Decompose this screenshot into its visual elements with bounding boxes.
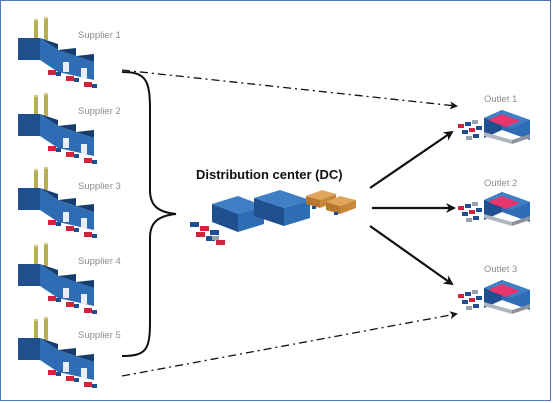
factory-icon — [18, 92, 97, 164]
outlet-3: Outlet 3 — [458, 264, 530, 314]
store-icon — [458, 110, 530, 144]
outlet-label: Outlet 1 — [484, 94, 517, 105]
distribution-center: Distribution center (DC) — [190, 167, 356, 245]
dc-label: Distribution center (DC) — [196, 167, 343, 182]
crates-icon — [306, 190, 356, 215]
outlet-2: Outlet 2 — [458, 178, 530, 226]
dc-arrow-outlet-3 — [369, 225, 454, 286]
direct-line-top — [121, 69, 458, 110]
supplier-brace — [121, 71, 177, 357]
trucks-icon — [190, 222, 225, 245]
outlet-label: Outlet 3 — [484, 264, 517, 275]
warehouse-icon — [212, 190, 310, 232]
factory-icon — [18, 316, 97, 388]
dc-arrow-outlet-1 — [369, 130, 454, 189]
supplier-2: Supplier 2 — [18, 92, 121, 164]
supplier-label: Supplier 3 — [78, 181, 121, 192]
outlet-1: Outlet 1 — [458, 94, 530, 144]
supplier-label: Supplier 4 — [78, 256, 121, 267]
supplier-1: Supplier 1 — [18, 16, 121, 88]
outlet-label: Outlet 2 — [484, 178, 517, 189]
supplier-label: Supplier 5 — [78, 330, 121, 341]
supplier-5: Supplier 5 — [18, 316, 121, 388]
supplier-label: Supplier 1 — [78, 30, 121, 41]
factory-icon — [18, 16, 97, 88]
direct-line-bottom — [121, 311, 458, 377]
store-icon — [458, 192, 530, 226]
supplier-3: Supplier 3 — [18, 166, 121, 238]
store-icon — [458, 280, 530, 314]
factory-icon — [18, 242, 97, 314]
supplier-4: Supplier 4 — [18, 242, 121, 314]
supplier-label: Supplier 2 — [78, 106, 121, 117]
factory-icon — [18, 166, 97, 238]
